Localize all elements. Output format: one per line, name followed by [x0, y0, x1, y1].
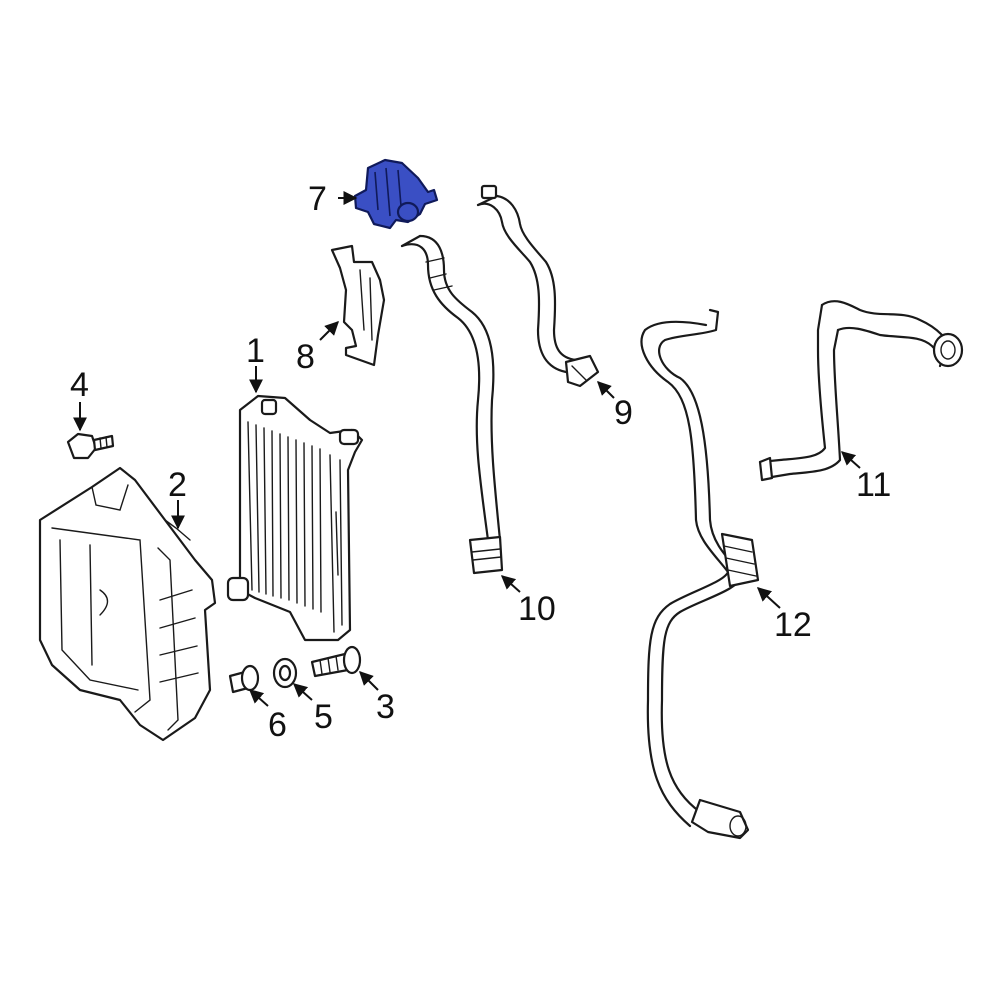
leader-11 — [840, 451, 861, 469]
hose-part-9[interactable] — [476, 184, 600, 388]
callout-7: 7 — [308, 180, 327, 218]
callout-5: 5 — [314, 698, 333, 736]
leader-10 — [500, 575, 521, 593]
leader-9 — [597, 381, 615, 399]
leader-12 — [756, 587, 781, 609]
radiator-part[interactable] — [226, 394, 364, 642]
callout-10: 10 — [518, 590, 556, 628]
callout-6: 6 — [268, 706, 287, 744]
bolt-part-4[interactable] — [66, 432, 115, 460]
callout-3: 3 — [376, 688, 395, 726]
leader-3 — [359, 671, 379, 691]
callout-8: 8 — [296, 338, 315, 376]
bracket-part-8[interactable] — [330, 244, 386, 367]
bolt-part-3[interactable] — [310, 645, 362, 678]
callout-12: 12 — [774, 606, 812, 644]
leader-5 — [292, 683, 313, 701]
hose-part-10[interactable] — [400, 234, 504, 575]
hose-part-12[interactable] — [640, 308, 760, 840]
callout-11: 11 — [856, 466, 891, 504]
bushing-part-6[interactable] — [228, 664, 260, 694]
washer-part-5[interactable] — [272, 657, 298, 689]
leader-lines — [73, 191, 861, 707]
leader-6 — [248, 689, 269, 707]
callout-2: 2 — [168, 466, 187, 504]
coolant-pump-part-7[interactable] — [353, 158, 439, 230]
callout-labels: 1 2 3 4 5 6 7 8 9 10 11 12 — [70, 180, 891, 744]
callout-4: 4 — [70, 366, 89, 404]
hose-part-11[interactable] — [758, 300, 964, 482]
radiator-shroud-part[interactable] — [38, 466, 217, 742]
callout-9: 9 — [614, 394, 633, 432]
leader-8 — [319, 321, 339, 341]
callout-1: 1 — [246, 332, 265, 370]
